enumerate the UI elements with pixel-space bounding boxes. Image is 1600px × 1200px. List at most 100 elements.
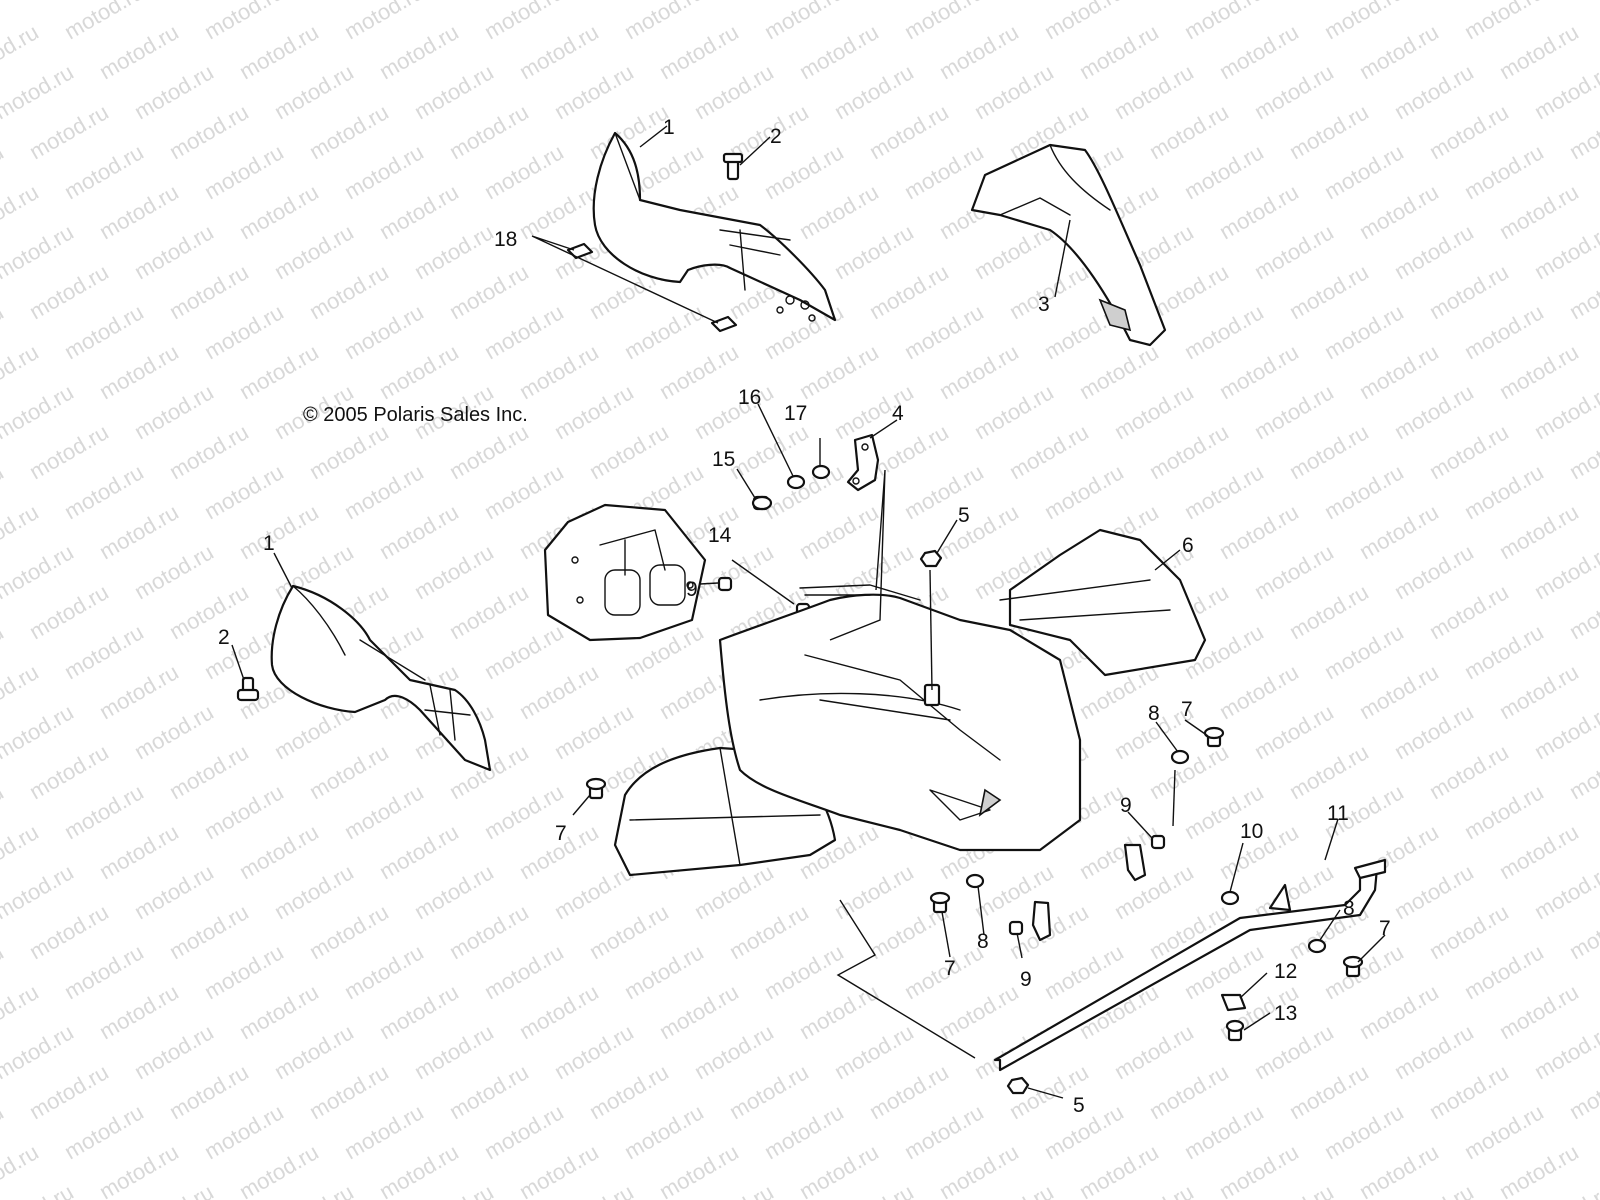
watermark-text: motod.ru bbox=[620, 1099, 708, 1164]
part-18-nut-b bbox=[710, 315, 738, 333]
part-8-washer-b bbox=[965, 873, 985, 889]
watermark-text: motod.ru bbox=[1425, 1059, 1513, 1124]
watermark-text: motod.ru bbox=[340, 459, 428, 524]
watermark-text: motod.ru bbox=[1040, 459, 1128, 524]
watermark-text: motod.ru bbox=[1495, 659, 1583, 724]
watermark-text: motod.ru bbox=[375, 19, 463, 84]
part-12-pad bbox=[1220, 993, 1247, 1012]
callout-9-b: 9 bbox=[1120, 794, 1132, 817]
callout-14: 14 bbox=[708, 524, 732, 547]
watermark-text: motod.ru bbox=[1320, 299, 1408, 364]
watermark-text: motod.ru bbox=[1215, 659, 1303, 724]
watermark-text: motod.ru bbox=[550, 699, 638, 764]
watermark-text: motod.ru bbox=[935, 499, 1023, 564]
watermark-text: motod.ru bbox=[340, 1099, 428, 1164]
watermark-text: motod.ru bbox=[95, 1139, 183, 1200]
watermark-text: motod.ru bbox=[60, 619, 148, 684]
callout-labels: 1 2 3 18 16 17 4 15 5 6 14 9 1 2 8 7 7 9… bbox=[218, 116, 1391, 1117]
watermark-text: motod.ru bbox=[935, 1139, 1023, 1200]
callout-8-c: 8 bbox=[1343, 897, 1355, 920]
watermark-text: motod.ru bbox=[60, 459, 148, 524]
callout-16: 16 bbox=[738, 386, 761, 409]
watermark-text: motod.ru bbox=[0, 659, 43, 724]
watermark-text: motod.ru bbox=[760, 1099, 848, 1164]
watermark-text: motod.ru bbox=[1390, 59, 1478, 124]
part-4-bracket bbox=[846, 433, 880, 492]
watermark-text: motod.ru bbox=[1355, 499, 1443, 564]
watermark-text: motod.ru bbox=[935, 979, 1023, 1044]
watermark-text: motod.ru bbox=[830, 859, 918, 924]
watermark-text: motod.ru bbox=[1145, 99, 1233, 164]
watermark-text: motod.ru bbox=[515, 179, 603, 244]
watermark-text: motod.ru bbox=[760, 139, 848, 204]
watermark-text: motod.ru bbox=[200, 139, 288, 204]
watermark-text: motod.ru bbox=[445, 899, 533, 964]
watermark-text: motod.ru bbox=[95, 819, 183, 884]
watermark-text: motod.ru bbox=[25, 259, 113, 324]
watermark-text: motod.ru bbox=[1565, 579, 1600, 644]
watermark-text: motod.ru bbox=[1355, 659, 1443, 724]
part-9-spacer-a bbox=[717, 576, 733, 592]
watermark-text: motod.ru bbox=[375, 339, 463, 404]
watermark-text: motod.ru bbox=[655, 979, 743, 1044]
watermark-text: motod.ru bbox=[305, 739, 393, 804]
watermark-text: motod.ru bbox=[1320, 939, 1408, 1004]
watermark-text: motod.ru bbox=[690, 59, 778, 124]
watermark-text: motod.ru bbox=[60, 1099, 148, 1164]
watermark-text: motod.ru bbox=[1180, 139, 1268, 204]
watermark-text: motod.ru bbox=[340, 939, 428, 1004]
watermark-text: motod.ru bbox=[0, 379, 78, 444]
watermark-text: motod.ru bbox=[340, 0, 428, 44]
watermark-text: motod.ru bbox=[1320, 1099, 1408, 1164]
watermark-text: motod.ru bbox=[60, 779, 148, 844]
watermark-text: motod.ru bbox=[480, 939, 568, 1004]
watermark-text: motod.ru bbox=[445, 259, 533, 324]
watermark-text: motod.ru bbox=[585, 419, 673, 484]
watermark-text: motod.ru bbox=[60, 139, 148, 204]
watermark-text: motod.ru bbox=[0, 179, 43, 244]
watermark-text: motod.ru bbox=[900, 459, 988, 524]
watermark-text: motod.ru bbox=[95, 179, 183, 244]
watermark-text: motod.ru bbox=[200, 779, 288, 844]
watermark-text: motod.ru bbox=[900, 299, 988, 364]
watermark-text: motod.ru bbox=[200, 1099, 288, 1164]
watermark-text: motod.ru bbox=[935, 339, 1023, 404]
watermark-text: motod.ru bbox=[1145, 419, 1233, 484]
watermark-text: motod.ru bbox=[655, 339, 743, 404]
watermark-text: motod.ru bbox=[305, 419, 393, 484]
watermark-text: motod.ru bbox=[0, 499, 43, 564]
watermark-text: motod.ru bbox=[655, 1139, 743, 1200]
part-1-side-panel-left bbox=[270, 584, 492, 772]
watermark-text: motod.ru bbox=[130, 219, 218, 284]
callout-1-left: 1 bbox=[263, 532, 275, 555]
watermark-text: motod.ru bbox=[795, 1139, 883, 1200]
part-13-bolt bbox=[1225, 1019, 1245, 1042]
watermark-text: motod.ru bbox=[865, 419, 953, 484]
callout-13: 13 bbox=[1274, 1002, 1297, 1025]
watermark-text: motod.ru bbox=[865, 99, 953, 164]
watermark-text: motod.ru bbox=[865, 259, 953, 324]
callout-17: 17 bbox=[784, 402, 807, 425]
watermark-text: motod.ru bbox=[1390, 859, 1478, 924]
copyright-notice: © 2005 Polaris Sales Inc. bbox=[303, 404, 528, 426]
watermark-text: motod.ru bbox=[1285, 419, 1373, 484]
watermark-text: motod.ru bbox=[1355, 1139, 1443, 1200]
part-8-washer-c bbox=[1307, 938, 1327, 954]
watermark-text: motod.ru bbox=[95, 979, 183, 1044]
watermark-text: motod.ru bbox=[480, 619, 568, 684]
watermark-text: motod.ru bbox=[1495, 179, 1583, 244]
watermark-text: motod.ru bbox=[760, 0, 848, 44]
watermark-text: motod.ru bbox=[130, 699, 218, 764]
watermark-text: motod.ru bbox=[1565, 0, 1600, 4]
watermark-text: motod.ru bbox=[515, 339, 603, 404]
watermark-text: motod.ru bbox=[970, 379, 1058, 444]
callout-2-top: 2 bbox=[770, 125, 782, 148]
callout-3: 3 bbox=[1038, 293, 1050, 316]
watermark-text: motod.ru bbox=[620, 939, 708, 1004]
watermark-text: motod.ru bbox=[60, 0, 148, 44]
callout-8-a: 8 bbox=[1148, 702, 1160, 725]
watermark-text: motod.ru bbox=[165, 99, 253, 164]
watermark-text: motod.ru bbox=[515, 659, 603, 724]
watermark-text: motod.ru bbox=[235, 979, 323, 1044]
watermark-text: motod.ru bbox=[0, 539, 78, 604]
